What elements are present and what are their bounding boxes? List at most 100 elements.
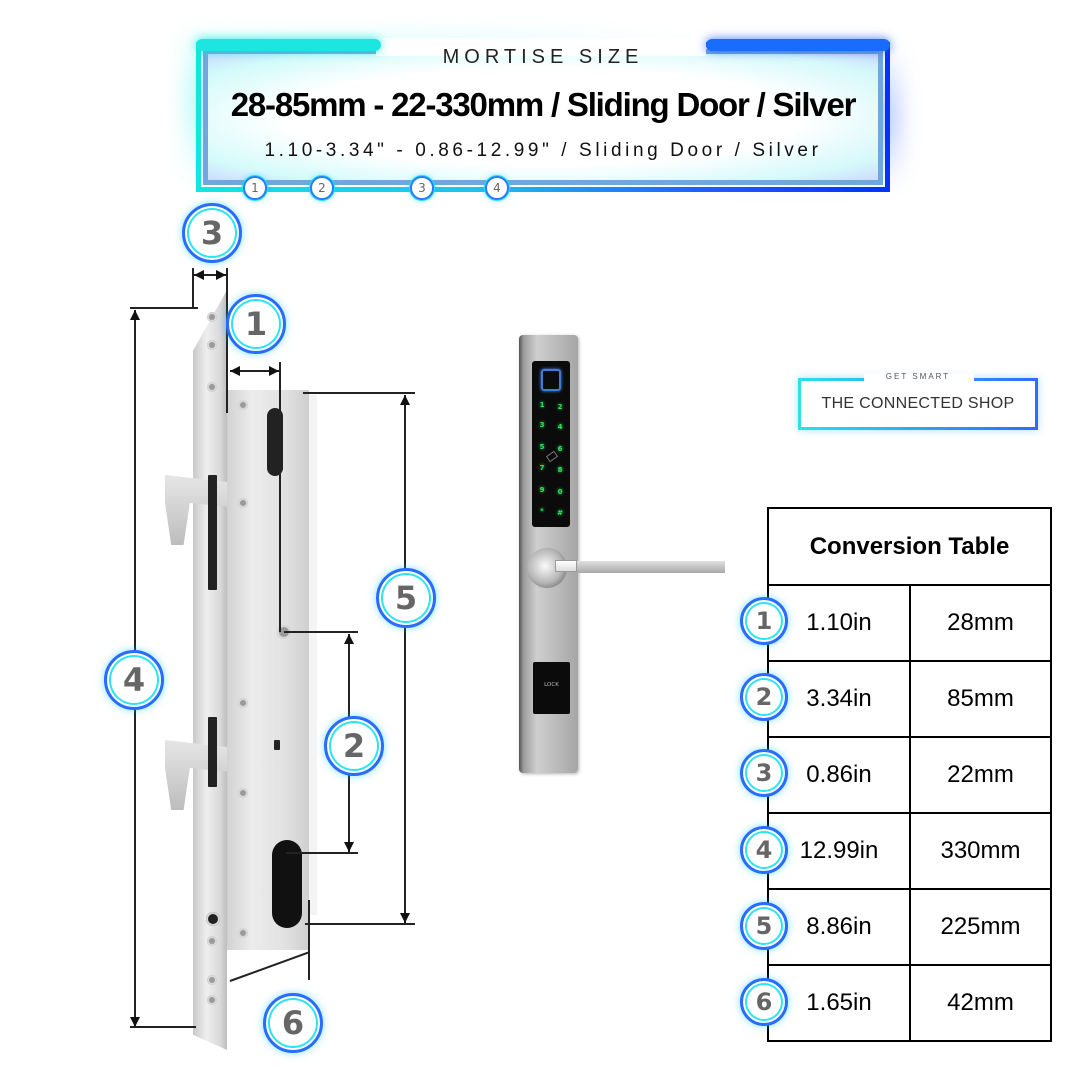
lever-neck [555,560,577,572]
dim-5-top-extension [303,392,415,394]
cell-mm: 22mm [909,736,1052,814]
row-badge-5: 5 [740,902,788,950]
screw [238,698,248,708]
mini-badge-1: 1 [243,176,267,200]
header-title-metric: 28-85mm - 22-330mm / Sliding Door / Silv… [230,86,857,123]
screw [207,975,217,985]
dim-5-line [404,395,406,923]
logo-tagline: GET SMART [885,372,951,381]
screw [206,912,220,926]
dim-5-bottom-extension [305,923,415,925]
table-row: 8.86in 225mm [767,888,1052,966]
cell-mm: 225mm [909,888,1052,966]
lever-handle [577,561,725,573]
arrow-right-icon [269,366,279,376]
dim-6-line [229,951,310,982]
key-0: 0 [557,488,563,496]
mortise-lock-diagram: 3 1 5 4 2 6 [90,200,450,1060]
table-header-row: Conversion Table [767,507,1052,586]
table-row-badges: 1 2 3 4 5 6 [740,597,792,1037]
badge-6: 6 [263,993,323,1053]
dim-2-bottom-extension [286,852,358,854]
badge-3: 3 [182,203,242,263]
screw [238,928,248,938]
frame-gap [376,38,706,56]
badge-4: 4 [104,650,164,710]
key-6: 6 [557,445,563,453]
arrow-down-icon [130,1017,140,1027]
key-hash: # [557,509,563,517]
dim-3-line [194,274,226,276]
row-badge-1: 1 [740,597,788,645]
upper-bolt-slot [208,475,217,590]
screw [238,400,248,410]
frame-cap-right [706,39,890,51]
key-2: 2 [557,403,563,411]
frame-inner-border [203,49,883,185]
table-row: 3.34in 85mm [767,660,1052,738]
screw [207,936,217,946]
row-badge-2: 2 [740,673,788,721]
lock-button-panel: LOCK [533,662,570,714]
smart-lock-image: 1 2 3 4 5 6 7 8 9 0 * # LOCK [519,335,729,775]
arrow-up-icon [400,395,410,405]
row-badge-3: 3 [740,749,788,797]
arrow-up-icon [344,634,354,644]
arrow-up-icon [130,310,140,320]
badge-5: 5 [376,568,436,628]
screw [207,340,217,350]
conversion-table: Conversion Table 1.10in 28mm 3.34in 85mm… [767,507,1052,1042]
logo-name: THE CONNECTED SHOP [821,395,1015,412]
brand-logo: GET SMART THE CONNECTED SHOP [798,372,1038,430]
cell-mm: 42mm [909,964,1052,1042]
row-badge-6: 6 [740,978,788,1026]
screw [207,995,217,1005]
screw [238,788,248,798]
cell-inches: 12.99in [767,812,911,890]
arrow-down-icon [400,913,410,923]
key-3: 3 [539,421,545,429]
mini-badge-4: 4 [485,176,509,200]
mortise-case-edge [309,395,317,915]
key-8: 8 [557,466,563,474]
dim-3-ext-left [192,268,194,308]
table-row: 1.10in 28mm [767,584,1052,662]
table-row: 12.99in 330mm [767,812,1052,890]
key-7: 7 [539,464,545,472]
lower-bolt-slot [208,717,217,787]
key-1: 1 [539,401,545,409]
screw [207,382,217,392]
arrow-right-icon [216,270,226,280]
dim-4-top-extension [130,307,198,309]
mini-badge-2: 2 [310,176,334,200]
dim-1-line [230,370,279,372]
table-title: Conversion Table [767,507,1052,586]
dim-3-ext-right [226,268,228,413]
keyhole [274,740,280,750]
dim-6-ext-right [308,900,310,980]
frame-cap-left [196,39,381,51]
cell-mm: 330mm [909,812,1052,890]
arrow-down-icon [344,842,354,852]
screw [207,312,217,322]
header-title-imperial: 1.10-3.34" - 0.86-12.99" / Sliding Door … [264,140,822,161]
lock-button-label: LOCK [544,682,559,688]
header-mini-badges: 1 2 3 4 [196,176,890,202]
cell-mm: 85mm [909,660,1052,738]
screw [238,498,248,508]
key-5: 5 [539,443,545,451]
table-row: 0.86in 22mm [767,736,1052,814]
table-row: 1.65in 42mm [767,964,1052,1042]
keypad-panel: 1 2 3 4 5 6 7 8 9 0 * # [532,361,570,527]
cell-mm: 28mm [909,584,1052,662]
cell-inches: 1.10in [767,584,911,662]
header-banner: MORTISE SIZE 28-85mm - 22-330mm / Slidin… [186,32,900,202]
mini-badge-3: 3 [410,176,434,200]
dim-4-bottom-extension [130,1026,196,1028]
row-badge-4: 4 [740,826,788,874]
arrow-left-icon [230,366,240,376]
badge-1: 1 [226,294,286,354]
dim-2-top-extension [284,631,358,633]
cylinder-hole [272,840,302,928]
logo-frame-gap [864,374,974,386]
